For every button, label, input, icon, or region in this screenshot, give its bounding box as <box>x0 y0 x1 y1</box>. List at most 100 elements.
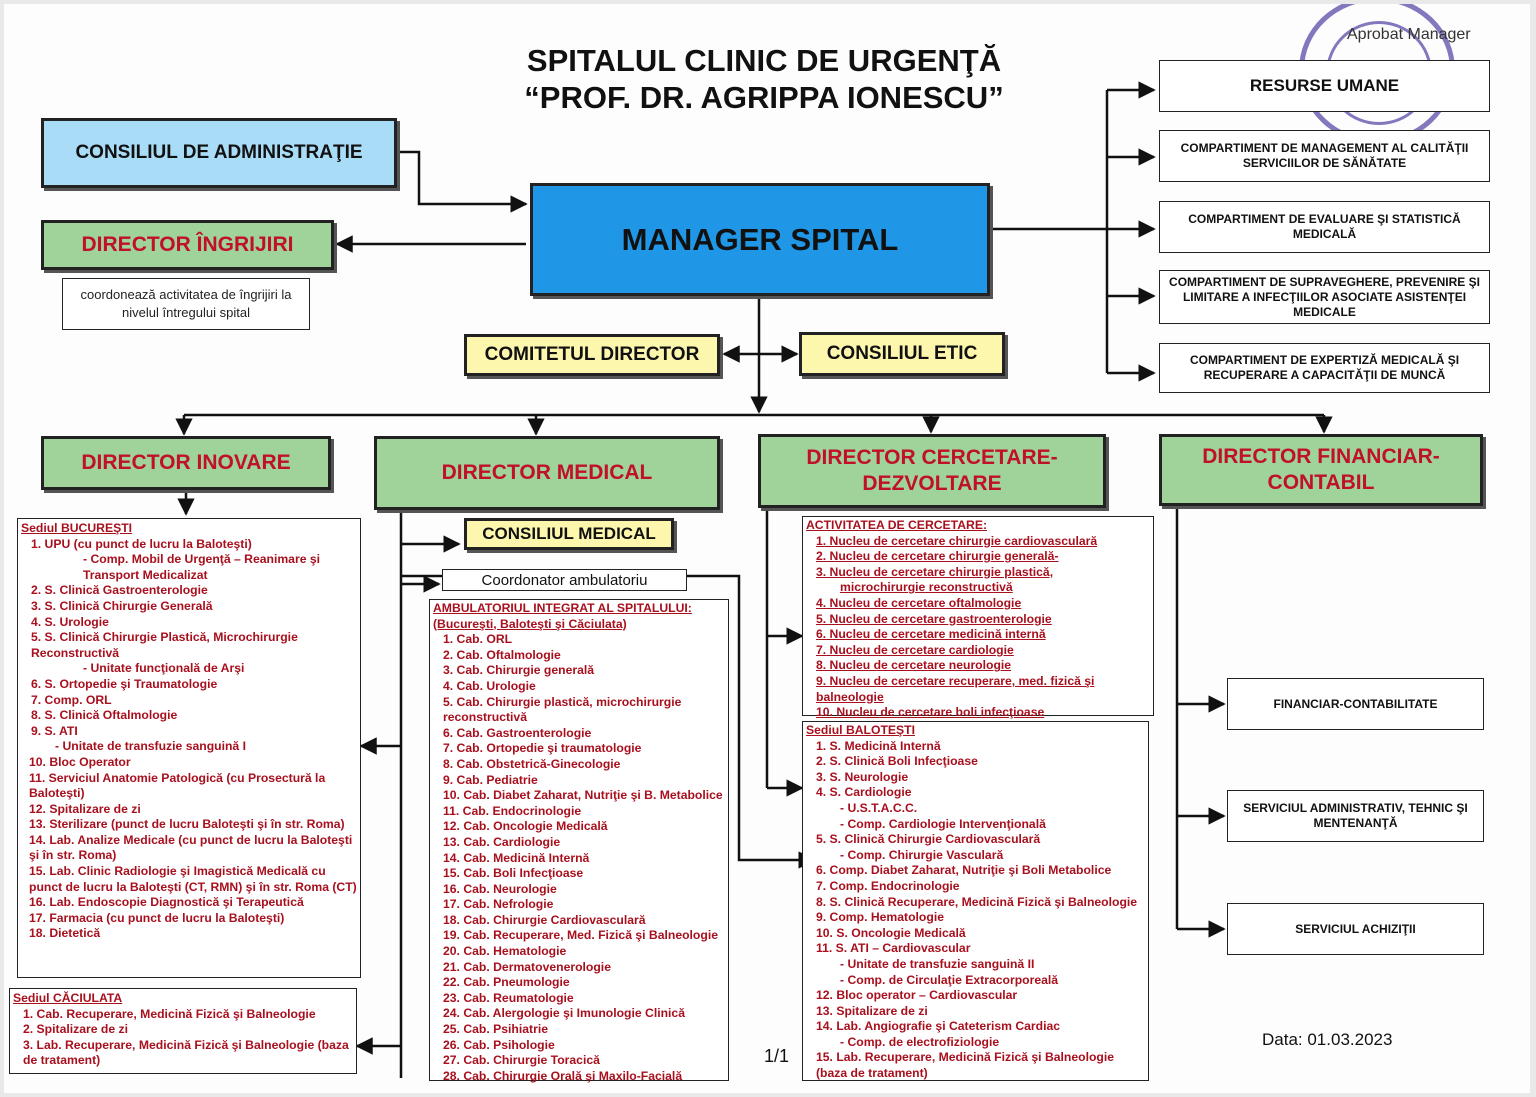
list-item: 10. Nucleu de cercetare boli infecţioase <box>816 705 1045 720</box>
list-item: 20. Cab. Hematologie <box>443 944 567 959</box>
sediul-bucuresti-list: Sediul BUCUREŞTI 1. UPU (cu punct de luc… <box>17 518 361 978</box>
manager-spital-box: MANAGER SPITAL <box>530 183 990 296</box>
list-item: 9. Comp. Hematologie <box>816 910 944 925</box>
list-item: - Comp. de electrofiziologie <box>840 1034 1000 1049</box>
page-number: 1/1 <box>764 1046 790 1066</box>
list-item: 6. Cab. Gastroenterologie <box>443 725 592 740</box>
list-item: 27. Cab. Chirurgie Toracică <box>443 1053 600 1068</box>
organigram-sheet: { "title": { "line1": "SPITALUL CLINIC D… <box>4 4 1530 1093</box>
list-item: 1. Nucleu de cercetare chirurgie cardiov… <box>816 533 1098 548</box>
list-item: 17. Cab. Nefrologie <box>443 897 554 912</box>
list-item: - Comp. Chirurgie Vasculară <box>840 847 1004 862</box>
list-header: Sediul CĂCIULATA <box>13 991 123 1005</box>
connector-lines <box>175 81 1333 1078</box>
list-item: 8. Nucleu de cercetare neurologie <box>816 658 1012 673</box>
list-item: - Comp. de Circulaţie Extracorporeală <box>840 972 1059 987</box>
list-item: 3. S. Clinică Chirurgie Generală <box>31 598 213 613</box>
consiliul-medical-box: CONSILIUL MEDICAL <box>464 518 674 550</box>
list-item: 5. S. Clinică Chirurgie Plastică, Microc… <box>31 630 298 660</box>
list-header: Sediul BALOTEŞTI <box>806 723 916 737</box>
director-ingrijiri-box: DIRECTOR ÎNGRIJIRI <box>41 220 334 270</box>
list-item: 10. S. Oncologie Medicală <box>816 925 966 940</box>
list-item: 1. UPU (cu punct de lucru la Baloteşti) <box>31 536 252 551</box>
list-item: 19. Cab. Recuperare, Med. Fizică şi Baln… <box>443 928 718 943</box>
resurse-umane-box: RESURSE UMANE <box>1159 60 1490 112</box>
list-header: ACTIVITATEA DE CERCETARE: <box>806 518 988 532</box>
list-item: - Unitate de transfuzie sanguină I <box>55 739 246 754</box>
list-item: 7. Comp. ORL <box>31 692 112 707</box>
director-inovare-box: DIRECTOR INOVARE <box>41 436 331 490</box>
list-item: 12. Spitalizare de zi <box>29 801 141 816</box>
list-item: 14. Cab. Medicină Internă <box>443 850 590 865</box>
list-item: 4. Nucleu de cercetare oftalmologie <box>816 595 1022 610</box>
list-item: 8. Cab. Obstetrică-Ginecologie <box>443 756 621 771</box>
list-item: 3. S. Neurologie <box>816 769 909 784</box>
list-item: 1. S. Medicină Internă <box>816 738 941 753</box>
list-item: 3. Nucleu de cercetare chirurgie plastic… <box>816 564 1054 579</box>
comp-infectii-box: COMPARTIMENT DE SUPRAVEGHERE, PREVENIRE … <box>1159 270 1490 324</box>
comitetul-director-box: COMITETUL DIRECTOR <box>464 334 720 376</box>
list-header: AMBULATORIUL INTEGRAT AL SPITALULUI: (Bu… <box>433 601 692 631</box>
list-item: 6. Nucleu de cercetare medicină internă <box>816 627 1046 642</box>
director-financiar-box: DIRECTOR FINANCIAR-CONTABIL <box>1159 434 1483 506</box>
list-item: 25. Cab. Psihiatrie <box>443 1022 548 1037</box>
list-item: 12. Cab. Oncologie Medicală <box>443 819 608 834</box>
sediul-caciulata-list: Sediul CĂCIULATA 1. Cab. Recuperare, Med… <box>9 988 357 1074</box>
director-medical-box: DIRECTOR MEDICAL <box>374 436 720 510</box>
list-item: 1. Cab. ORL <box>443 632 513 647</box>
list-item: 9. S. ATI <box>31 723 78 738</box>
list-item: 7. Nucleu de cercetare cardiologie <box>816 642 1014 657</box>
list-item: 10. Bloc Operator <box>29 754 131 769</box>
list-item: 5. S. Clinică Chirurgie Cardiovasculară <box>816 832 1041 847</box>
approval-note: Aprobat Manager <box>1347 26 1471 43</box>
list-item: - Comp. Cardiologie Intervenţională <box>840 816 1046 831</box>
list-item: 14. Lab. Analize Medicale (cu punct de l… <box>29 832 353 863</box>
list-item: 2. Nucleu de cercetare chirurgie general… <box>816 549 1059 564</box>
list-item: - Unitate de transfuzie sanguină II <box>840 956 1035 971</box>
coordonator-ambulatoriu-box: Coordonator ambulatoriu <box>442 569 687 591</box>
list-item: 11. Cab. Endocrinologie <box>443 803 582 818</box>
title-line-1: SPITALUL CLINIC DE URGENŢĂ <box>526 43 1002 78</box>
list-item: 2. Cab. Oftalmologie <box>443 647 561 662</box>
list-item: 4. S. Urologie <box>31 614 109 629</box>
list-item: 11. Serviciul Anatomie Patologică (cu Pr… <box>29 770 326 801</box>
list-item: 16. Lab. Endoscopie Diagnostică şi Terap… <box>29 895 304 910</box>
director-cercetare-box: DIRECTOR CERCETARE-DEZVOLTARE <box>758 434 1106 508</box>
title-line-2: “PROF. DR. AGRIPPA IONESCU” <box>524 80 1004 115</box>
list-item: 23. Cab. Reumatologie <box>443 990 574 1005</box>
list-item: 5. Cab. Chirurgie plastică, microchirurg… <box>443 694 682 725</box>
list-item: 15. Lab. Clinic Radiologie şi Imagistică… <box>29 864 357 894</box>
ambulatoriu-list: AMBULATORIUL INTEGRAT AL SPITALULUI: (Bu… <box>429 599 729 1083</box>
list-header: Sediul BUCUREŞTI <box>21 521 133 535</box>
list-item: 12. Bloc operator – Cardiovascular <box>816 988 1018 1003</box>
list-item: 28. Cab. Chirurgie Orală şi Maxilo-Facia… <box>443 1068 683 1083</box>
list-item: 15. Cab. Boli Infecţioase <box>443 866 584 881</box>
list-item: - Comp. Mobil de Urgenţă – Reanimare şi … <box>83 552 321 582</box>
list-item: 7. Cab. Ortopedie şi traumatologie <box>443 741 642 756</box>
serviciul-administrativ-box: SERVICIUL ADMINISTRATIV, TEHNIC ŞI MENTE… <box>1227 790 1484 842</box>
list-item: 8. S. Clinică Oftalmologie <box>31 708 178 723</box>
list-item: - U.S.T.A.C.C. <box>840 800 918 815</box>
list-item: 6. S. Ortopedie şi Traumatologie <box>31 676 218 691</box>
page-title: SPITALUL CLINIC DE URGENŢĂ “PROF. DR. AG… <box>444 42 1084 116</box>
comp-evaluare-box: COMPARTIMENT DE EVALUARE ŞI STATISTICĂ M… <box>1159 201 1490 253</box>
activitatea-cercetare-list: ACTIVITATEA DE CERCETARE: 1. Nucleu de c… <box>802 516 1154 719</box>
comp-calitate-box: COMPARTIMENT DE MANAGEMENT AL CALITĂŢII … <box>1159 130 1490 182</box>
list-item: 9. Cab. Pediatrie <box>443 772 538 787</box>
list-item: 3. Cab. Chirurgie generală <box>443 663 595 678</box>
list-item: 4. Cab. Urologie <box>443 678 536 693</box>
list-item: 4. S. Cardiologie <box>816 785 912 800</box>
list-item: microchirurgie reconstructivă <box>840 580 1013 595</box>
list-item: 3. Lab. Recuperare, Medicină Fizică şi B… <box>23 1037 349 1068</box>
list-item: 1. Cab. Recuperare, Medicină Fizică şi B… <box>23 1006 316 1021</box>
list-item: 6. Comp. Diabet Zaharat, Nutriţie şi Bol… <box>816 863 1112 878</box>
list-item: 26. Cab. Psihologie <box>443 1037 555 1052</box>
serviciul-achizitii-box: SERVICIUL ACHIZIŢII <box>1227 903 1484 955</box>
document-date: Data: 01.03.2023 <box>1262 1030 1393 1049</box>
list-item: 14. Lab. Angiografie şi Cateterism Cardi… <box>816 1019 1061 1034</box>
consiliul-etic-box: CONSILIUL ETIC <box>799 332 1005 376</box>
list-item: - Unitate funcţională de Arşi <box>83 661 245 676</box>
list-item: 13. Spitalizare de zi <box>816 1003 928 1018</box>
comp-expertiza-box: COMPARTIMENT DE EXPERTIZĂ MEDICALĂ ŞI RE… <box>1159 343 1490 393</box>
